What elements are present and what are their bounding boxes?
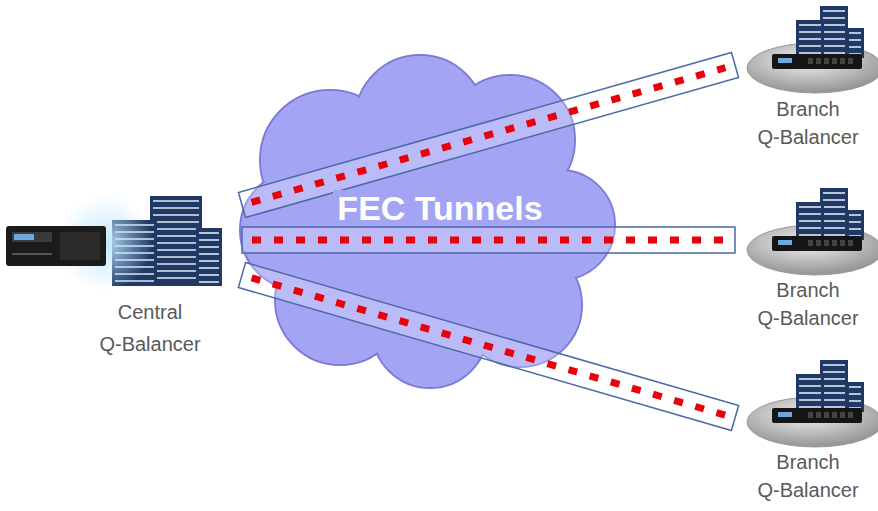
branch-site: Branch Q-Balancer — [738, 350, 878, 508]
fec-tunnel — [242, 227, 735, 253]
branch-device-icon — [772, 54, 862, 69]
branch-building-icon — [796, 6, 864, 58]
branch-site: Branch Q-Balancer — [738, 172, 878, 334]
branch-device-icon — [772, 236, 862, 251]
site-label: Branch Q-Balancer — [738, 95, 878, 151]
central-site: Central Q-Balancer — [0, 188, 240, 362]
branch-building-icon — [796, 188, 864, 240]
label-area: Central Q-Balancer — [60, 296, 240, 360]
site-label: Branch Q-Balancer — [738, 276, 878, 332]
branch-site: Branch Q-Balancer — [738, 0, 878, 155]
site-label: Central Q-Balancer — [60, 296, 240, 360]
central-device-icon — [6, 226, 106, 266]
cloud-label: FEC Tunnels — [333, 190, 546, 226]
label-area: Branch Q-Balancer — [738, 448, 878, 504]
site-label: Branch Q-Balancer — [738, 448, 878, 504]
branch-device-icon — [772, 408, 862, 423]
label-area: Branch Q-Balancer — [738, 276, 878, 332]
label-area: Branch Q-Balancer — [738, 95, 878, 151]
fec-tunnel — [238, 263, 738, 431]
branch-building-icon — [796, 360, 864, 412]
